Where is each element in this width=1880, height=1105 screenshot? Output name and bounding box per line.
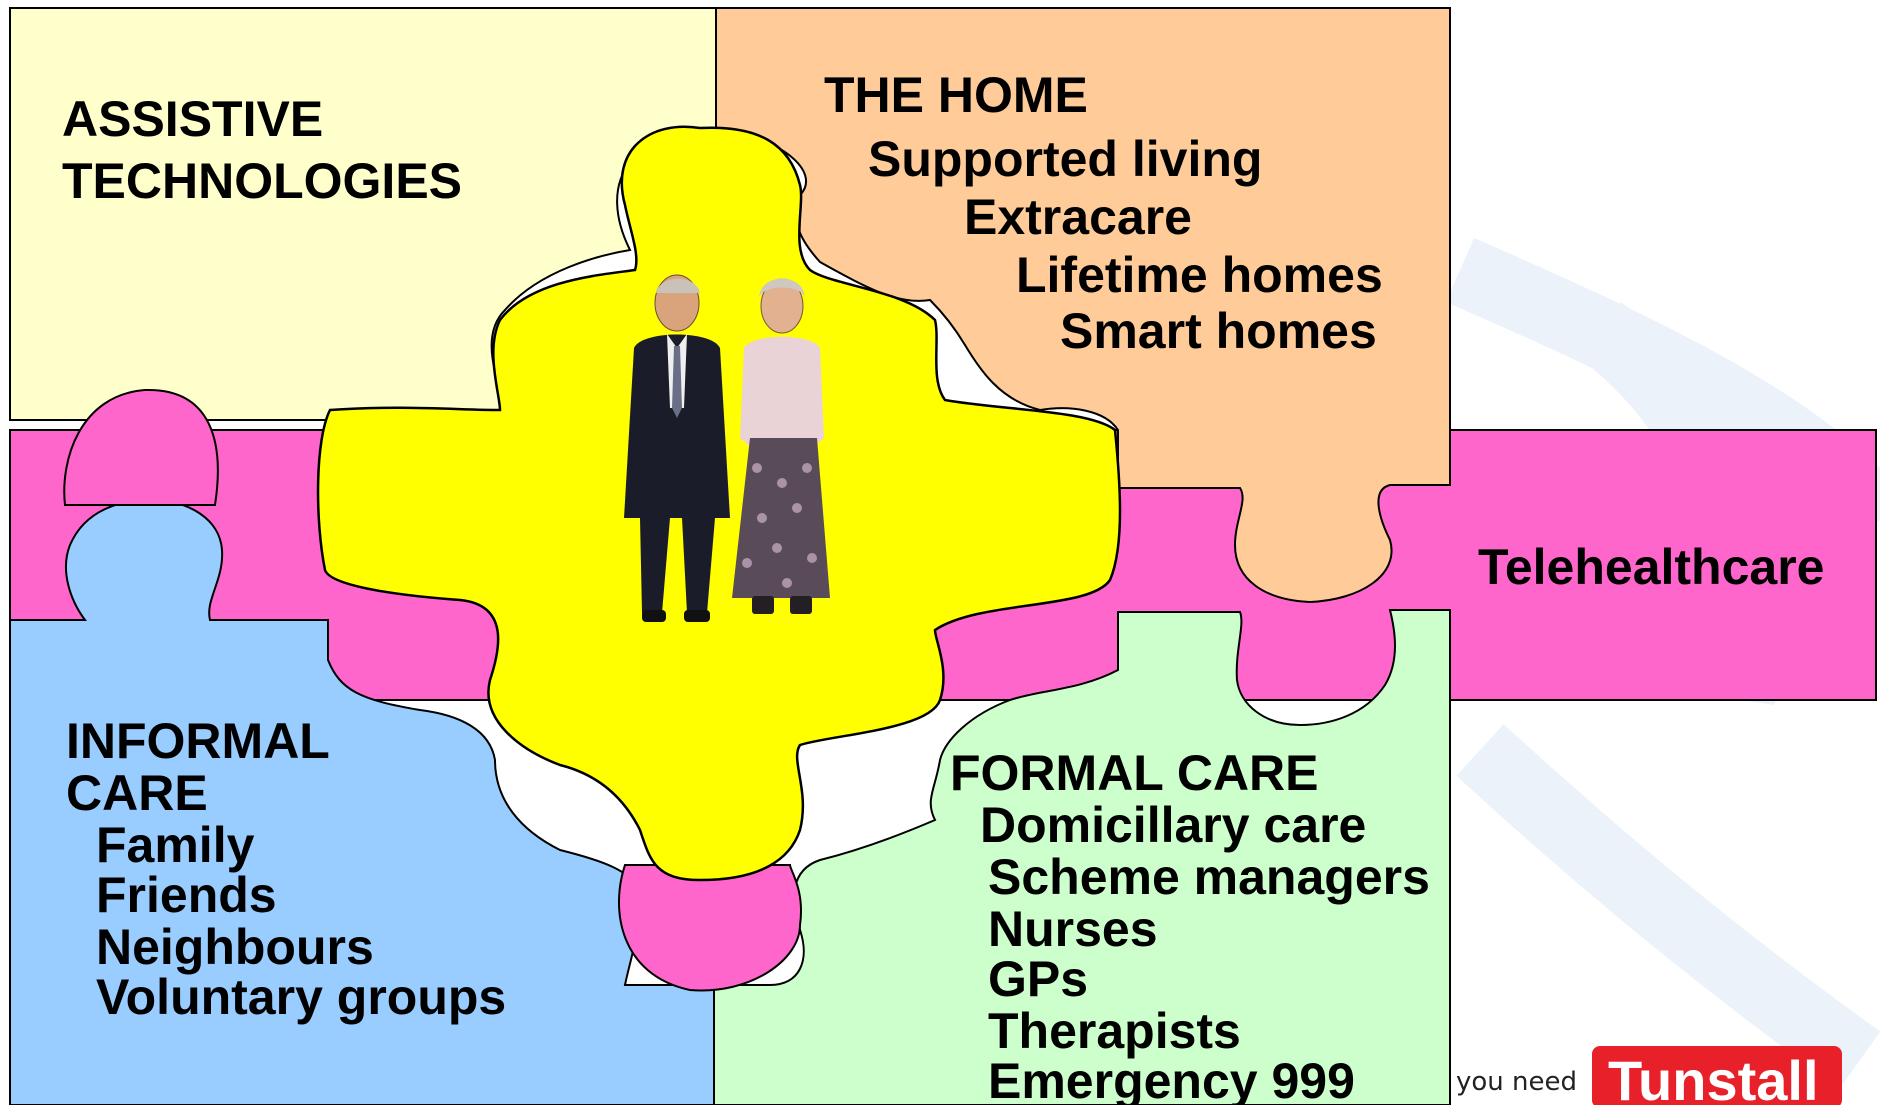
footer-tagline: you need [1456, 1067, 1577, 1097]
formal-care-label: FORMAL CARE Domicillary care Scheme mana… [950, 745, 1430, 1105]
formal-item: Nurses [988, 901, 1158, 957]
the-home-label: THE HOME Supported living Extracare Life… [824, 67, 1383, 359]
assistive-line-2: TECHNOLOGIES [62, 153, 462, 209]
assistive-technologies-label: ASSISTIVE TECHNOLOGIES [62, 91, 462, 209]
telehealth-knob-bottom [618, 864, 802, 992]
home-item: Supported living [868, 131, 1262, 187]
telehealthcare-label: Telehealthcare [1478, 539, 1824, 595]
formal-title: FORMAL CARE [950, 745, 1319, 801]
home-title: THE HOME [824, 67, 1088, 123]
informal-line-2: CARE [66, 765, 208, 821]
logo-text: Tunstall [1608, 1049, 1819, 1105]
formal-item: GPs [988, 951, 1088, 1007]
formal-item: Therapists [988, 1003, 1241, 1059]
telehealth-knob-left [63, 388, 219, 506]
informal-item: Voluntary groups [96, 969, 506, 1025]
elderly-couple-photo [624, 274, 830, 622]
home-item: Smart homes [1060, 303, 1377, 359]
formal-item: Scheme managers [988, 849, 1430, 905]
informal-item: Friends [96, 867, 277, 923]
informal-care-label: INFORMAL CARE Family Friends Neighbours … [66, 713, 506, 1025]
formal-item: Emergency 999 [988, 1053, 1355, 1105]
home-item: Extracare [964, 189, 1192, 245]
formal-care-piece [713, 609, 1451, 1105]
home-item: Lifetime homes [1016, 247, 1383, 303]
tunstall-logo: Tunstall [1592, 1046, 1842, 1105]
informal-line-1: INFORMAL [66, 713, 330, 769]
formal-item: Domicillary care [980, 797, 1366, 853]
informal-item: Neighbours [96, 919, 374, 975]
informal-item: Family [96, 817, 255, 873]
assistive-line-1: ASSISTIVE [62, 91, 323, 147]
